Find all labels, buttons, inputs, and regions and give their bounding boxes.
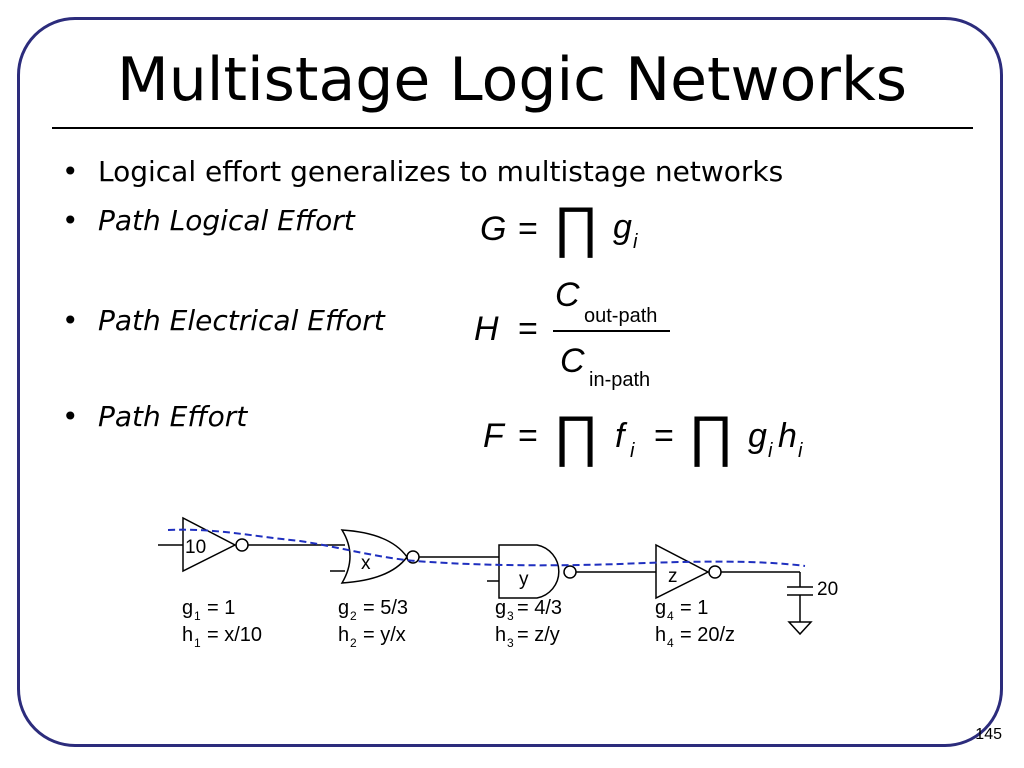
eq-g-gi: g bbox=[613, 208, 632, 246]
stage-h-value: = 20/z bbox=[680, 624, 735, 646]
eq-f-hi: h bbox=[778, 417, 797, 455]
equation-path-logical-effort: G = ∏ g i bbox=[480, 195, 638, 258]
stage-h-subscript: 2 bbox=[350, 636, 357, 650]
bullet-text: Path Effort bbox=[98, 400, 248, 433]
stage-h-subscript: 1 bbox=[194, 636, 201, 650]
bullet-item-4: • Path Effort bbox=[62, 400, 247, 434]
bullet-marker: • bbox=[62, 204, 79, 237]
bullet-item-1: • Logical effort generalizes to multistag… bbox=[62, 155, 783, 189]
inverter-gate-4 bbox=[655, 543, 800, 600]
inverter-gate-1 bbox=[158, 516, 318, 573]
equation-path-effort: F = ∏ f i = ∏ g i h i bbox=[483, 404, 803, 467]
critical-path-line bbox=[167, 528, 806, 567]
eq-h-den-c: C bbox=[560, 342, 585, 380]
stage-2-labels: g 2 = 5/3 h 2 = y/x bbox=[338, 597, 408, 650]
nand-gate-3 bbox=[487, 544, 656, 599]
load-capacitor bbox=[787, 572, 813, 636]
stage-g-subscript: 4 bbox=[667, 609, 674, 623]
stage-1-labels: g 1 = 1 h 1 = x/10 bbox=[182, 597, 262, 650]
eq-g-lhs: G bbox=[480, 210, 506, 248]
eq-h-num-c: C bbox=[555, 276, 580, 314]
stage-g-value: = 1 bbox=[207, 597, 235, 619]
eq-f-equals-1: = bbox=[518, 417, 538, 455]
stage-h-label: h bbox=[182, 624, 193, 646]
eq-h-num-sub: out-path bbox=[584, 305, 657, 327]
eq-f-subscript-2: i bbox=[768, 440, 773, 462]
bullet-text: Path Electrical Effort bbox=[98, 304, 385, 337]
bullet-marker: • bbox=[62, 400, 79, 433]
stage-h-label: h bbox=[338, 624, 349, 646]
gate-size-label: x bbox=[361, 553, 371, 574]
gate-size-label: z bbox=[668, 566, 678, 587]
bullet-item-3: • Path Electrical Effort bbox=[62, 304, 385, 338]
stage-g-label: g bbox=[182, 597, 193, 619]
equation-path-electrical-effort: H = C out-path C in-path bbox=[474, 276, 670, 391]
slide-frame bbox=[17, 17, 1003, 747]
stage-g-value: = 5/3 bbox=[363, 597, 408, 619]
eq-f-subscript-3: i bbox=[798, 440, 803, 462]
eq-g-subscript: i bbox=[633, 231, 638, 253]
slide-title: Multistage Logic Networks bbox=[117, 45, 907, 115]
eq-f-subscript-1: i bbox=[630, 440, 635, 462]
product-symbol: ∏ bbox=[553, 195, 599, 258]
stage-4-labels: g 4 = 1 h 4 = 20/z bbox=[655, 597, 735, 650]
eq-f-equals-2: = bbox=[654, 417, 674, 455]
gate-size-label: y bbox=[519, 569, 529, 590]
eq-f-lhs: F bbox=[483, 417, 506, 455]
page-number: 145 bbox=[975, 726, 1002, 743]
bullet-text: Logical effort generalizes to multistage… bbox=[98, 155, 784, 188]
stage-g-value: = 4/3 bbox=[517, 597, 562, 619]
eq-g-equals: = bbox=[518, 210, 538, 248]
stage-g-subscript: 3 bbox=[507, 609, 514, 623]
stage-h-subscript: 3 bbox=[507, 636, 514, 650]
ground-icon bbox=[787, 621, 813, 636]
circuit-diagram bbox=[158, 516, 813, 636]
stage-h-value: = x/10 bbox=[207, 624, 262, 646]
stage-g-value: = 1 bbox=[680, 597, 708, 619]
bullet-marker: • bbox=[62, 155, 79, 188]
bullet-text: Path Logical Effort bbox=[98, 204, 355, 237]
title-divider bbox=[52, 127, 973, 129]
stage-g-label: g bbox=[495, 597, 506, 619]
stage-g-label: g bbox=[338, 597, 349, 619]
eq-h-equals: = bbox=[518, 310, 538, 348]
stage-g-subscript: 2 bbox=[350, 609, 357, 623]
stage-3-labels: g 3 = 4/3 h 3 = z/y bbox=[495, 597, 562, 650]
nor-gate-2 bbox=[318, 529, 499, 584]
stage-h-value: = z/y bbox=[517, 624, 560, 646]
eq-f-fi: f bbox=[615, 417, 628, 455]
eq-h-lhs: H bbox=[474, 310, 499, 348]
stage-g-label: g bbox=[655, 597, 666, 619]
eq-h-den-sub: in-path bbox=[589, 369, 650, 391]
stage-g-subscript: 1 bbox=[194, 609, 201, 623]
gate-size-label: 10 bbox=[185, 537, 206, 558]
product-symbol: ∏ bbox=[688, 404, 734, 467]
load-label: 20 bbox=[817, 579, 838, 600]
eq-f-gi: g bbox=[748, 417, 767, 455]
bullet-item-2: • Path Logical Effort bbox=[62, 204, 355, 238]
bullet-marker: • bbox=[62, 304, 79, 337]
stage-h-value: = y/x bbox=[363, 624, 406, 646]
stage-h-subscript: 4 bbox=[667, 636, 674, 650]
stage-h-label: h bbox=[655, 624, 666, 646]
product-symbol: ∏ bbox=[553, 404, 599, 467]
stage-h-label: h bbox=[495, 624, 506, 646]
